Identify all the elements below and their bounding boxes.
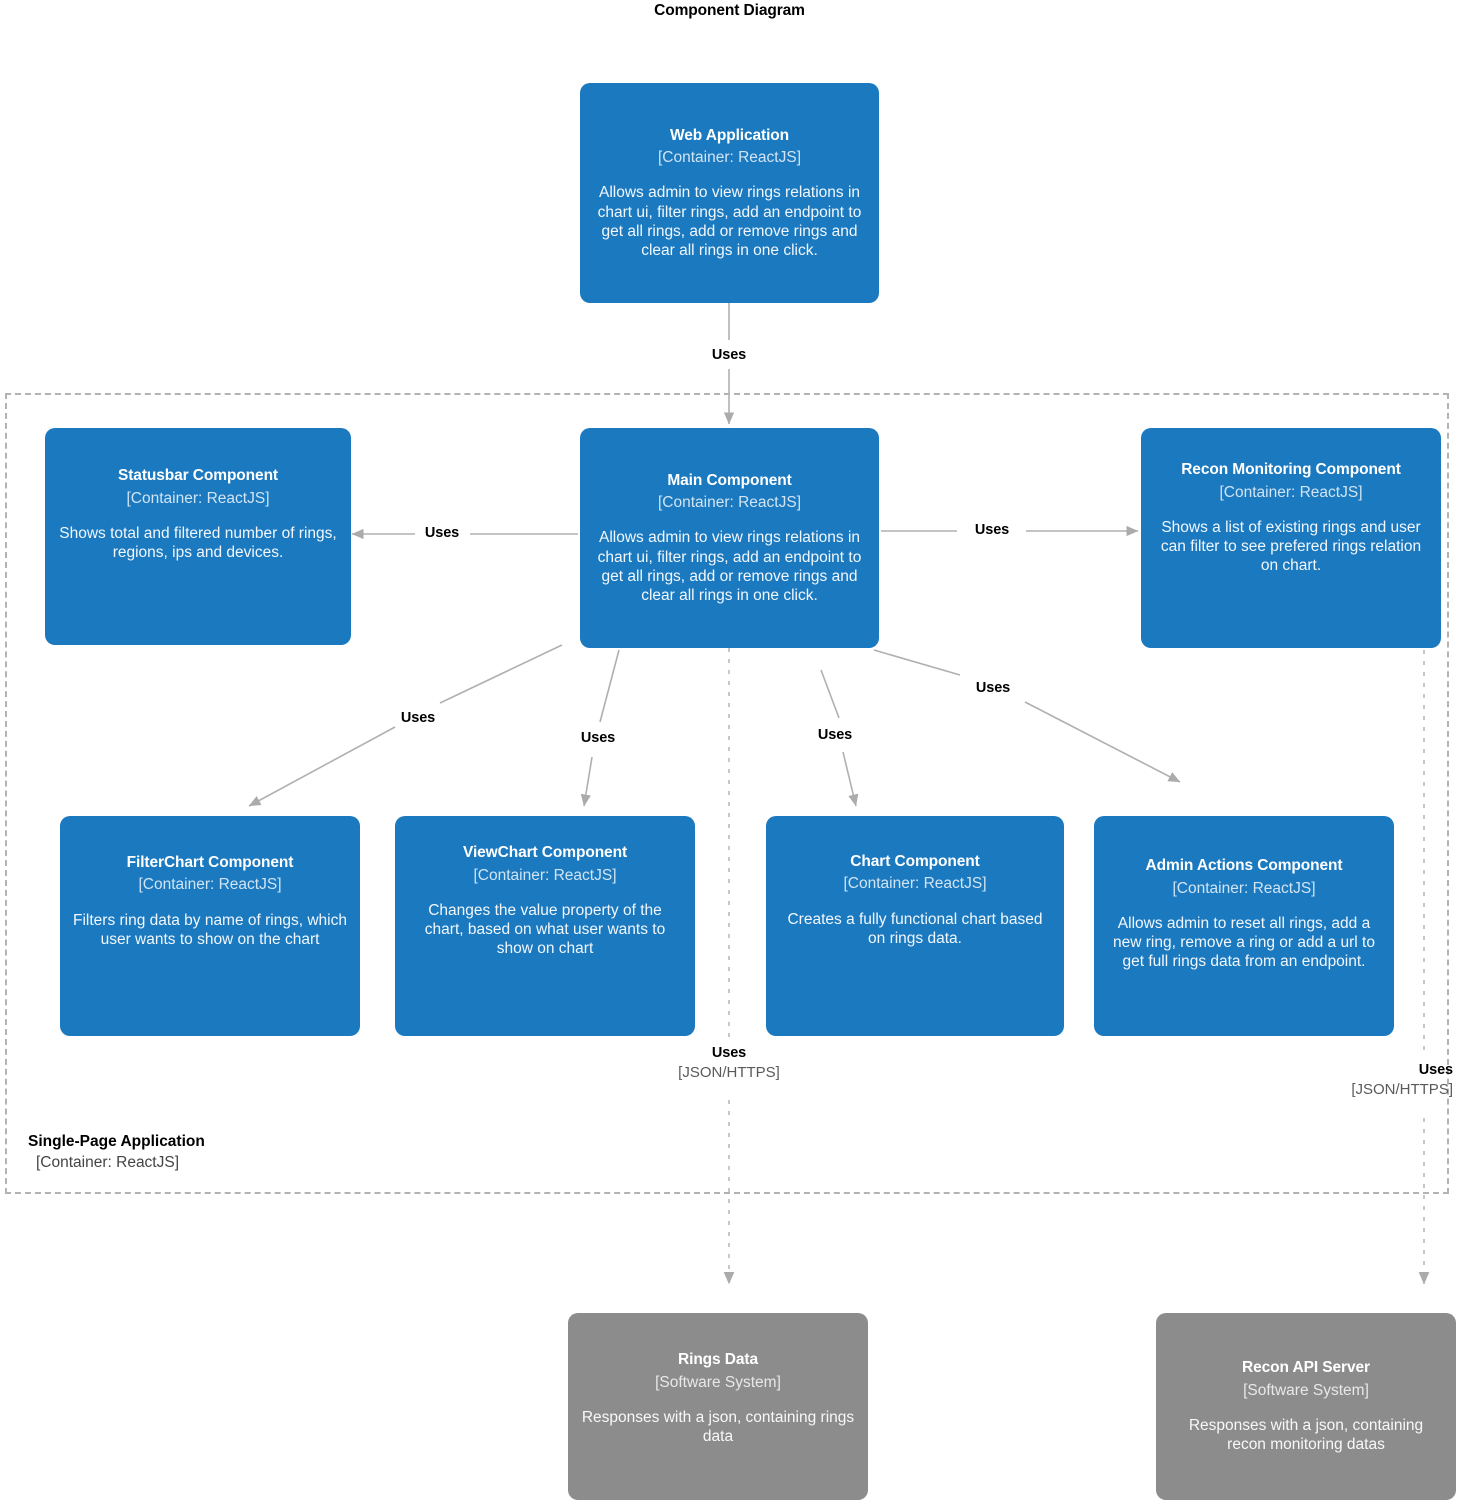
node-description: Allows admin to view rings relations in …	[597, 529, 862, 605]
node-technology: [Software System]	[1243, 1381, 1369, 1399]
edge-verb: Uses	[424, 525, 460, 541]
node-name: Statusbar Component	[118, 467, 278, 485]
edge-label-main-to-viewchart: Uses	[548, 729, 648, 748]
node-name: Web Application	[669, 126, 790, 144]
edge-label-main-to-admin-actions: Uses	[943, 679, 1043, 698]
node-technology: [Container: ReactJS]	[473, 866, 617, 884]
node-main-component[interactable]: Main Component [Container: ReactJS] Allo…	[580, 428, 879, 648]
node-name: Recon Monitoring Component	[1181, 461, 1401, 479]
node-recon-monitoring-component[interactable]: Recon Monitoring Component [Container: R…	[1141, 428, 1441, 648]
node-technology: [Container: ReactJS]	[1172, 879, 1316, 897]
edge-label-spa-to-rings-data: Uses [JSON/HTTPS]	[654, 1044, 804, 1082]
boundary-label: Single-Page Application [Container: Reac…	[28, 1132, 358, 1174]
node-description: Shows a list of existing rings and user …	[1160, 518, 1422, 575]
boundary-single-page-application	[5, 393, 1449, 1194]
node-description: Responses with a json, containing rings …	[581, 1409, 855, 1446]
edge-label-main-to-filterchart: Uses	[368, 709, 468, 728]
node-name: ViewChart Component	[462, 844, 628, 862]
node-chart-component[interactable]: Chart Component [Container: ReactJS] Cre…	[766, 816, 1064, 1036]
node-description: Filters ring data by name of rings, whic…	[73, 911, 347, 948]
edge-verb: Uses	[580, 730, 616, 746]
node-web-application[interactable]: Web Application [Container: ReactJS] All…	[580, 83, 879, 303]
edge-technology: [JSON/HTTPS]	[1351, 1080, 1453, 1098]
node-recon-api-server[interactable]: Recon API Server [Software System] Respo…	[1156, 1313, 1456, 1500]
edge-verb: Uses	[1418, 1062, 1453, 1078]
boundary-technology: [Container: ReactJS]	[36, 1153, 180, 1171]
edge-label-main-to-chart: Uses	[785, 726, 885, 745]
edge-label-main-to-recon-monitoring: Uses	[942, 521, 1042, 540]
node-technology: [Container: ReactJS]	[138, 876, 282, 894]
node-name: Recon API Server	[1242, 1359, 1370, 1377]
edge-verb: Uses	[817, 727, 853, 743]
node-viewchart-component[interactable]: ViewChart Component [Container: ReactJS]…	[395, 816, 695, 1036]
node-description: Shows total and filtered number of rings…	[59, 525, 337, 562]
edge-label-spa-to-recon-api: Uses [JSON/HTTPS]	[1335, 1061, 1453, 1099]
edge-label-main-to-statusbar: Uses	[392, 524, 492, 543]
edge-verb: Uses	[711, 1045, 747, 1061]
node-technology: [Container: ReactJS]	[657, 493, 801, 511]
node-technology: [Container: ReactJS]	[126, 489, 270, 507]
node-description: Allows admin to reset all rings, add a n…	[1113, 914, 1375, 971]
node-description: Changes the value property of the chart,…	[424, 901, 666, 958]
node-statusbar-component[interactable]: Statusbar Component [Container: ReactJS]…	[45, 428, 351, 645]
node-rings-data[interactable]: Rings Data [Software System] Responses w…	[568, 1313, 868, 1500]
edge-label-web-to-main: Uses	[679, 346, 779, 365]
edge-verb: Uses	[400, 710, 436, 726]
node-description: Allows admin to view rings relations in …	[597, 184, 862, 260]
node-filterchart-component[interactable]: FilterChart Component [Container: ReactJ…	[60, 816, 360, 1036]
edge-verb: Uses	[975, 680, 1011, 696]
node-name: Rings Data	[678, 1351, 758, 1369]
edge-verb: Uses	[711, 347, 747, 363]
node-name: Main Component	[667, 471, 792, 489]
node-technology: [Container: ReactJS]	[1219, 483, 1363, 501]
node-technology: [Software System]	[655, 1373, 781, 1391]
node-name: FilterChart Component	[126, 853, 294, 871]
node-admin-actions-component[interactable]: Admin Actions Component [Container: Reac…	[1094, 816, 1394, 1036]
edge-technology: [JSON/HTTPS]	[678, 1063, 780, 1081]
node-technology: [Container: ReactJS]	[843, 875, 987, 893]
node-name: Admin Actions Component	[1145, 857, 1343, 875]
page-title: Component Diagram	[654, 2, 805, 19]
node-technology: [Container: ReactJS]	[657, 148, 801, 166]
node-description: Creates a fully functional chart based o…	[787, 910, 1043, 947]
edge-verb: Uses	[974, 522, 1010, 538]
node-description: Responses with a json, containing recon …	[1188, 1417, 1424, 1454]
boundary-name: Single-Page Application	[28, 1133, 205, 1150]
node-name: Chart Component	[850, 852, 980, 870]
